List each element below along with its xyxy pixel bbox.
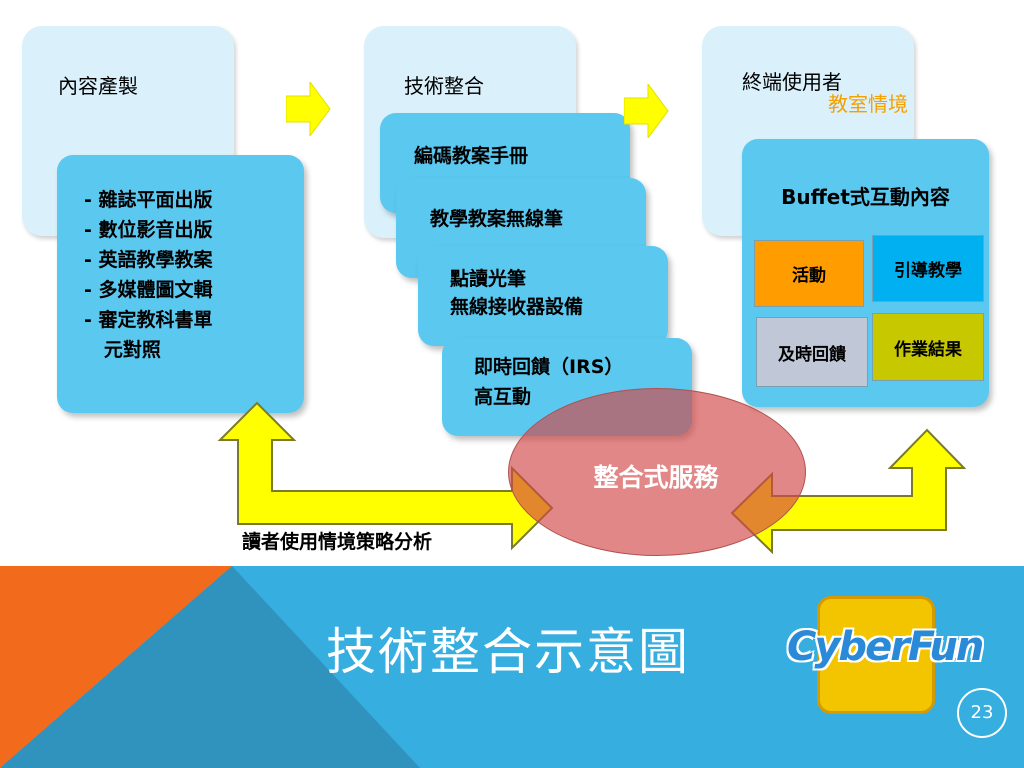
tech-box-4-line-2: 高互動: [474, 386, 532, 408]
tech-box-2-text: 教學教案無線筆: [430, 208, 564, 230]
buffet-cell-homework: 作業結果: [872, 313, 984, 381]
page-number: 23: [970, 702, 994, 723]
tech-box-1-text: 編碼教案手冊: [414, 145, 529, 167]
content-list-item: - 英語教學教案: [84, 249, 213, 271]
buffet-title: Buffet式互動內容: [781, 185, 950, 209]
analysis-label: 讀者使用情境策略分析: [242, 531, 433, 553]
arrow-right-2: [624, 84, 669, 138]
content-list-item: - 數位影音出版: [84, 219, 213, 241]
buffet-cell-activity: 活動: [754, 240, 864, 307]
tech-column-title: 技術整合: [404, 74, 484, 98]
integration-service-label: 整合式服務: [593, 463, 719, 492]
page-number-circle: [957, 688, 1007, 738]
tech-box-4-line-1: 即時回饋（IRS）: [474, 356, 624, 378]
buffet-cell-guided: 引導教學: [872, 235, 984, 302]
buffet-box: Buffet式互動內容 活動 引導教學 及時回饋 作業結果: [742, 139, 989, 407]
buffet-cell-feedback: 及時回饋: [756, 317, 868, 387]
slide-title: 技術整合示意圖: [326, 623, 690, 681]
tech-box-3: 點讀光筆 無線接收器設備: [418, 246, 668, 346]
footer-decoration: [0, 566, 420, 768]
integration-service-ellipse: [508, 388, 806, 556]
tech-box-3-line-1: 點讀光筆: [450, 268, 527, 290]
content-list-item: - 多媒體圖文輯: [84, 279, 213, 301]
right-flow-arrow: [730, 428, 967, 555]
logo-text: CyberFun: [787, 624, 984, 670]
tech-box-3-line-2: 無線接收器設備: [450, 296, 584, 318]
logo-tile: [817, 596, 935, 714]
content-list-item: 元對照: [84, 339, 161, 361]
content-list-box: - 雜誌平面出版 - 數位影音出版 - 英語教學教案 - 多媒體圖文輯 - 審定教科書單…: [57, 155, 304, 413]
content-list-item: - 審定教科書單: [84, 309, 213, 331]
user-column-title: 終端使用者: [742, 70, 842, 94]
content-column-title: 內容產製: [58, 74, 138, 98]
arrow-right-1: [286, 82, 331, 136]
content-list-item: - 雜誌平面出版: [84, 189, 213, 211]
cyberfun-logo: CyberFun: [787, 594, 984, 714]
content-list: - 雜誌平面出版 - 數位影音出版 - 英語教學教案 - 多媒體圖文輯 - 審定教科書單…: [84, 185, 213, 365]
user-column-subtitle: 教室情境: [828, 92, 908, 116]
